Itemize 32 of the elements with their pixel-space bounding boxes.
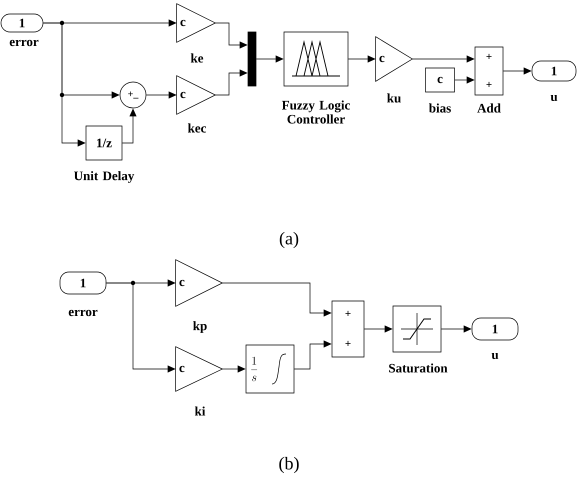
saturation-block [392, 306, 442, 352]
block-label: error [68, 310, 98, 316]
gain-triangle: c [175, 259, 224, 307]
port-block: 1 [472, 318, 518, 340]
integrator-block: $\frac{1}{s}$ [246, 344, 294, 394]
gain-triangle: c [176, 75, 216, 115]
port-block: 1 [60, 272, 106, 294]
panel-caption: (a) [280, 232, 298, 248]
gain-triangle: c [176, 3, 216, 43]
port-block: 1 [0, 14, 44, 32]
panel-caption: (b) [279, 456, 299, 474]
block-label: ke [190, 53, 204, 63]
sum-block: + + [332, 300, 364, 358]
block-label: Unit Delay [74, 171, 134, 183]
sum-block: + + [474, 46, 504, 96]
block-label: u [492, 352, 498, 360]
gain-triangle: c [175, 346, 224, 392]
block-label: kp [193, 321, 207, 333]
block-label: u [550, 94, 558, 102]
gain-triangle: c [375, 36, 414, 82]
block-label: ki [194, 406, 206, 416]
block-label: kec [188, 123, 206, 133]
block-label: Add [477, 103, 501, 113]
port-block: 1 [532, 60, 576, 82]
block-label: ku [387, 93, 401, 103]
block-label: Saturation [389, 363, 448, 373]
block: 1/z [86, 126, 122, 160]
block-label: Fuzzy Logic Controller [282, 100, 350, 124]
block-label: error [10, 40, 38, 46]
block: c [425, 68, 455, 92]
fuzzy-controller-block [284, 32, 348, 86]
block-label: bias [428, 103, 451, 113]
